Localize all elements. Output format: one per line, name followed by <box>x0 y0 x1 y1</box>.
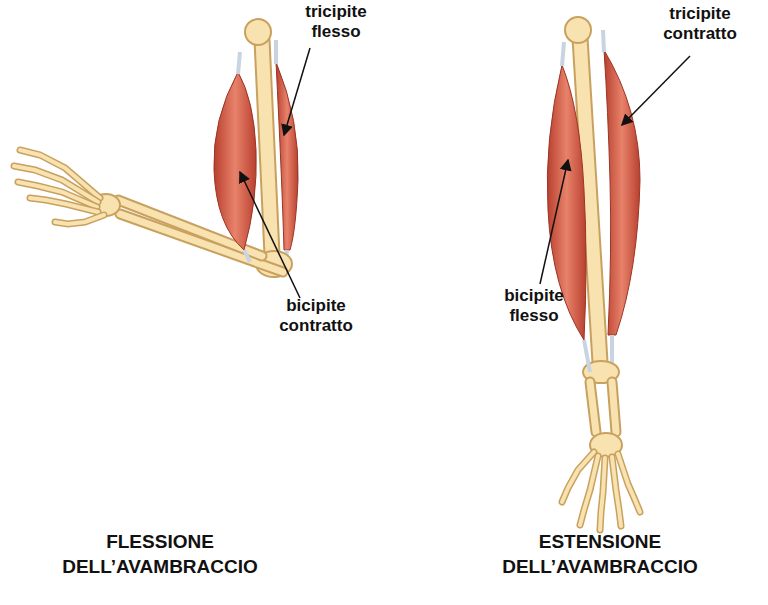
tendon <box>603 30 604 52</box>
leader-line <box>622 56 690 125</box>
ulna-bone <box>612 382 616 432</box>
thumb-bone <box>55 215 104 224</box>
muscle-label: bicipite contratto <box>262 296 370 337</box>
humerus-head <box>245 19 271 45</box>
thumb-bone <box>55 215 104 224</box>
radius-bone <box>590 382 596 432</box>
muscle-label: tricipite flesso <box>290 2 382 43</box>
tendon <box>238 52 240 74</box>
leader-line <box>540 160 568 284</box>
hand-bones <box>562 433 640 530</box>
tendon <box>274 40 278 64</box>
finger-bone <box>580 456 598 525</box>
leader-line <box>240 172 300 298</box>
finger-bone <box>580 456 598 525</box>
ulna-bone <box>612 382 616 432</box>
finger-bone <box>618 454 640 512</box>
muscle-label: tricipite contratto <box>645 4 755 45</box>
finger-bone <box>618 454 640 512</box>
caption-label: ESTENSIONE DELL’AVAMBRACCIO <box>480 530 720 579</box>
radius-bone <box>590 382 596 432</box>
tendon <box>584 340 590 372</box>
leader-lines <box>240 48 690 298</box>
finger-bone <box>600 458 605 530</box>
finger-bone <box>600 458 605 530</box>
triceps-muscle <box>276 62 298 250</box>
finger-bone <box>30 198 98 212</box>
ulna-bone <box>120 214 283 272</box>
leader-line <box>284 48 310 135</box>
tendon <box>562 42 564 66</box>
biceps-muscle <box>214 72 256 250</box>
hand-bones <box>14 150 120 224</box>
humerus-head <box>565 17 591 43</box>
triceps-muscle <box>604 50 640 335</box>
tendon <box>244 250 250 262</box>
extended-arm <box>547 17 640 530</box>
finger-bone <box>30 198 98 212</box>
muscle-label: bicipite flesso <box>484 286 584 327</box>
caption-label: FLESSIONE DELL’AVAMBRACCIO <box>45 530 275 579</box>
ulna-bone <box>120 214 283 272</box>
flexed-arm <box>14 19 298 277</box>
